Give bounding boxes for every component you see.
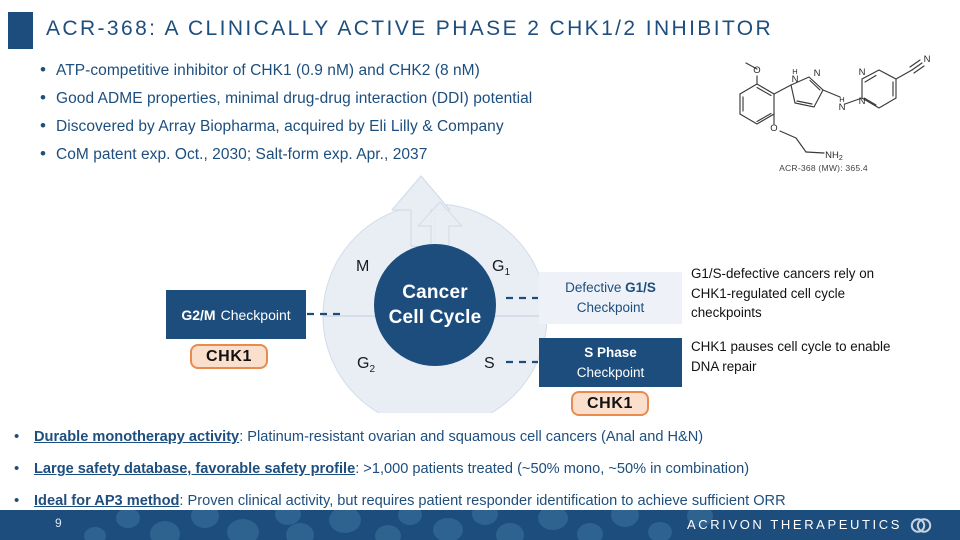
bullet-lead: Large safety database, favorable safety … bbox=[34, 461, 356, 477]
bullet-lead: Ideal for AP3 method bbox=[34, 493, 180, 509]
bullet-text: ATP-competitive inhibitor of CHK1 (0.9 n… bbox=[56, 62, 480, 79]
chemical-structure-diagram: O H N N N H N N N O NH2 bbox=[716, 52, 931, 170]
bullet-marker: • bbox=[14, 492, 20, 509]
chk1-badge-g2m: CHK1 bbox=[190, 344, 268, 369]
bullet-marker: • bbox=[40, 88, 46, 107]
footer-decorative-pattern bbox=[84, 510, 713, 540]
bullet-marker: • bbox=[40, 60, 46, 79]
list-item: • Durable monotherapy activity: Platinum… bbox=[14, 427, 946, 447]
atom-label-N: N bbox=[839, 102, 846, 113]
bullet-text: Durable monotherapy activity: Platinum-r… bbox=[34, 427, 703, 447]
g1s-checkpoint-box: Defective G1/S Checkpoint bbox=[539, 272, 682, 324]
bullet-text: Good ADME properties, minimal drug-drug … bbox=[56, 90, 533, 107]
atom-label-N: N bbox=[792, 74, 799, 85]
atom-label-O: O bbox=[770, 123, 777, 134]
phase-label-g1: G1 bbox=[492, 258, 511, 279]
bottom-bullet-list: • Durable monotherapy activity: Platinum… bbox=[14, 427, 946, 523]
atom-label-N: N bbox=[814, 68, 821, 79]
bullet-marker: • bbox=[40, 144, 46, 163]
g1s-line-1: Defective G1/S bbox=[565, 280, 656, 295]
bullet-rest: : >1,000 patients treated (~50% mono, ~5… bbox=[355, 461, 750, 477]
phase-label-s: S bbox=[484, 355, 495, 372]
core-line-1: Cancer bbox=[402, 282, 468, 303]
atom-label-N: N bbox=[859, 96, 866, 107]
core-line-2: Cell Cycle bbox=[388, 307, 482, 328]
atom-label-H: H bbox=[792, 67, 797, 76]
atom-label-NH2: NH2 bbox=[825, 150, 843, 162]
page-title: ACR-368: A CLINICALLY ACTIVE PHASE 2 CHK… bbox=[46, 17, 774, 40]
list-item: • Ideal for AP3 method: Proven clinical … bbox=[14, 491, 946, 511]
atom-label-N: N bbox=[859, 67, 866, 78]
bullet-marker: • bbox=[40, 116, 46, 135]
bullet-rest: : Platinum-resistant ovarian and squamou… bbox=[239, 429, 704, 445]
phase-label-m: M bbox=[356, 258, 370, 275]
list-item: • Good ADME properties, minimal drug-dru… bbox=[40, 88, 700, 109]
sphase-normal: Checkpoint bbox=[576, 364, 645, 380]
list-item: • Discovered by Array Biopharma, acquire… bbox=[40, 116, 700, 137]
cycle-core-label: Cancer Cell Cycle bbox=[374, 244, 496, 366]
footer-bar: 9 ACRIVON THERAPEUTICS bbox=[0, 510, 960, 540]
atom-label-N: N bbox=[924, 54, 931, 65]
sphase-strong: S Phase bbox=[584, 344, 637, 360]
acrivon-logo-icon bbox=[910, 518, 932, 533]
page-number: 9 bbox=[55, 516, 62, 530]
annotation-chk1-pause: CHK1 pauses cell cycle to enable DNA rep… bbox=[691, 339, 891, 374]
bullet-marker: • bbox=[14, 460, 20, 477]
top-bullet-list: • ATP-competitive inhibitor of CHK1 (0.9… bbox=[40, 60, 700, 172]
bullet-text: Discovered by Array Biopharma, acquired … bbox=[56, 118, 504, 135]
list-item: • Large safety database, favorable safet… bbox=[14, 459, 946, 479]
g2m-normal: Checkpoint bbox=[220, 306, 291, 323]
s-phase-checkpoint-box: S Phase Checkpoint bbox=[539, 338, 682, 387]
atom-label-O: O bbox=[753, 65, 760, 76]
phase-label-g2: G2 bbox=[357, 355, 376, 376]
bullet-rest: : Proven clinical activity, but requires… bbox=[179, 493, 786, 509]
bullet-lead: Durable monotherapy activity bbox=[34, 429, 240, 445]
list-item: • ATP-competitive inhibitor of CHK1 (0.9… bbox=[40, 60, 700, 81]
g2m-strong: G2/M bbox=[181, 306, 216, 323]
bullet-marker: • bbox=[14, 428, 20, 445]
g1s-line-2: Checkpoint bbox=[576, 300, 645, 315]
structure-caption: ACR-368 (MW): 365.4 bbox=[779, 163, 868, 173]
g2m-checkpoint-box: G2/M Checkpoint bbox=[166, 290, 306, 339]
title-accent-square bbox=[8, 12, 33, 49]
atom-label-H: H bbox=[839, 95, 844, 104]
annotation-g1s-defective: G1/S-defective cancers rely on CHK1-regu… bbox=[691, 266, 875, 320]
list-item: • CoM patent exp. Oct., 2030; Salt-form … bbox=[40, 144, 700, 165]
chk1-badge-sphase: CHK1 bbox=[571, 391, 649, 416]
bullet-text: Large safety database, favorable safety … bbox=[34, 459, 749, 479]
brand-name: ACRIVON THERAPEUTICS bbox=[686, 517, 902, 532]
bullet-text: CoM patent exp. Oct., 2030; Salt-form ex… bbox=[56, 146, 428, 163]
bullet-text: Ideal for AP3 method: Proven clinical ac… bbox=[34, 491, 786, 511]
